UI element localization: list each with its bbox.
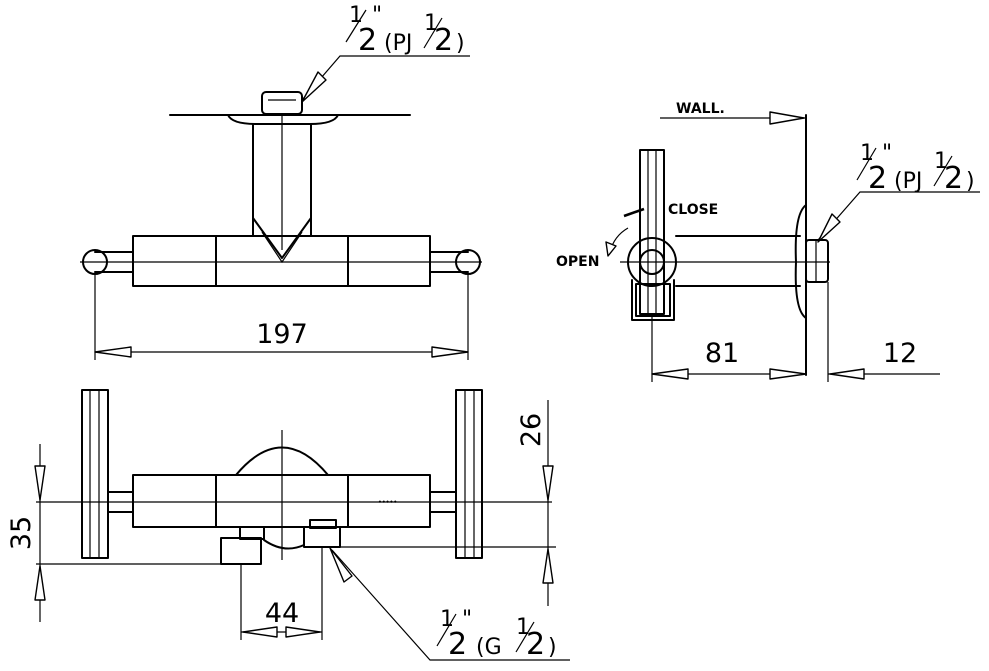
dim-arrow (285, 626, 321, 638)
dimension-inlet-spacing: 44 (265, 598, 299, 629)
dim-arrow (94, 346, 132, 358)
svg-text:(G: (G (476, 635, 502, 660)
rotation-arrow (605, 241, 617, 257)
close-label: CLOSE (668, 202, 718, 218)
leader-arrow (329, 547, 353, 583)
svg-text:1: 1 (349, 3, 363, 28)
open-label: OPEN (556, 254, 599, 270)
svg-text:1: 1 (440, 607, 454, 632)
dim-arrow (651, 368, 689, 380)
svg-text:): ) (966, 169, 975, 194)
leader-arrow (817, 213, 841, 243)
dim-arrow (769, 368, 807, 380)
svg-text:": " (882, 141, 892, 166)
svg-text:): ) (456, 31, 465, 56)
dim-arrow (242, 626, 278, 638)
svg-text:2: 2 (944, 161, 963, 196)
svg-text:": " (462, 607, 472, 632)
dimension-handle-offset: 26 (516, 413, 547, 447)
leader-arrow (769, 111, 805, 125)
svg-text:": " (372, 3, 382, 28)
dimension-body-height: 35 (6, 516, 37, 550)
svg-text:1: 1 (860, 141, 874, 166)
dim-arrow (34, 565, 46, 601)
wall-label: WALL. (676, 101, 725, 117)
svg-text:2: 2 (526, 627, 545, 662)
svg-text:(PJ: (PJ (384, 31, 412, 56)
svg-text:2: 2 (358, 23, 377, 58)
leader-arrow (301, 71, 327, 103)
fitting-label-top: 1 2 " (PJ 1 2 ) (345, 3, 465, 58)
dim-arrow (34, 465, 46, 501)
dim-arrow (431, 346, 469, 358)
dimension-depth: 81 (705, 338, 739, 369)
dim-arrow (542, 548, 554, 584)
front-view: 197 1 2 " (PJ 1 2 ) (80, 3, 482, 360)
svg-text:): ) (548, 635, 557, 660)
svg-text:2: 2 (868, 161, 887, 196)
fitting-label-side: 1 2 " (PJ 1 2 ) (856, 141, 975, 196)
side-view: WALL. CLOSE OPEN 1 2 " (556, 101, 980, 382)
top-view: ••••• 35 26 44 1 2 " (G 1 (6, 389, 570, 662)
fitting-label-bottom: 1 2 " (G 1 2 ) (436, 607, 557, 662)
dimension-overall-width: 197 (256, 319, 308, 350)
dim-arrow (829, 368, 865, 380)
svg-text:2: 2 (434, 23, 453, 58)
svg-text:(PJ: (PJ (894, 169, 922, 194)
svg-text:2: 2 (448, 627, 467, 662)
dimension-outlet: 12 (883, 338, 917, 369)
dim-arrow (542, 465, 554, 501)
